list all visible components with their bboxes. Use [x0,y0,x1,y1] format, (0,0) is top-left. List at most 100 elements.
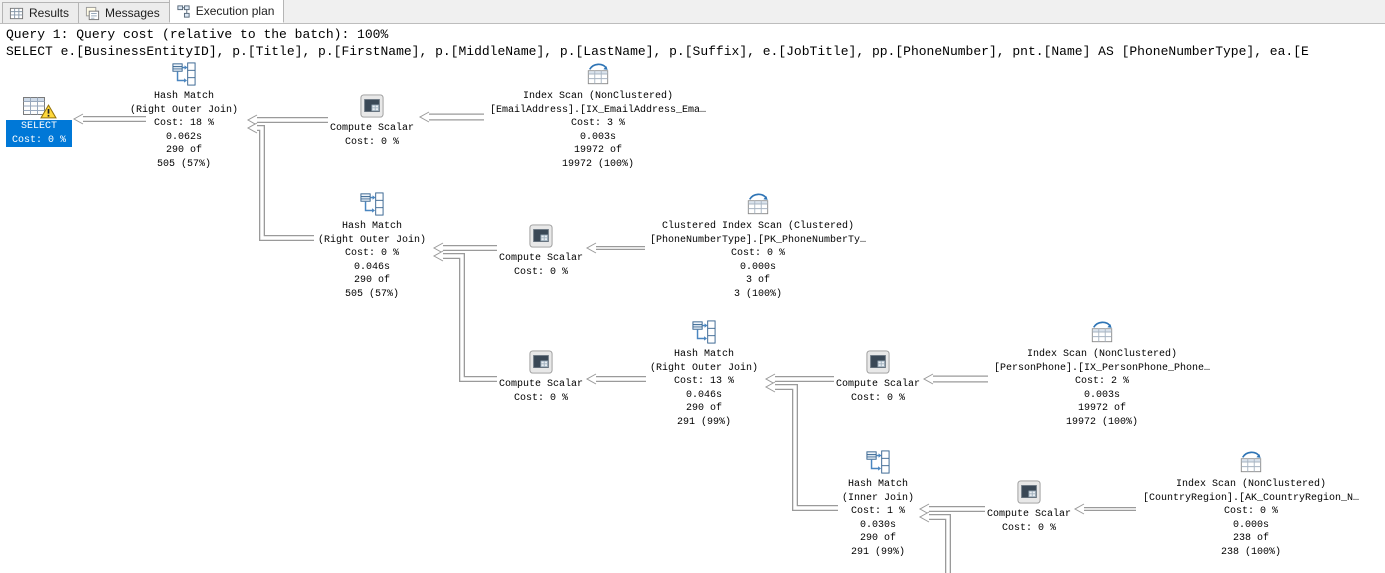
node-text-line: 290 of [859,533,896,544]
node-text-line: [PersonPhone].[IX_PersonPhone_Phone… [993,362,1211,374]
warning-icon [40,104,57,119]
node-text-line: Cost: 0 % [513,392,568,404]
tab-results-label: Results [29,6,70,20]
hash-match-icon [866,450,890,474]
hash-match-icon [172,62,196,86]
execution-plan-icon [176,4,191,19]
node-text-line: 0.003s [579,131,616,143]
plan-edge-clusteredindexscan-to-computescalar2[interactable] [585,242,645,254]
node-text-line: 505 (57%) [156,158,211,170]
node-text-line: Hash Match [673,349,734,360]
plan-node-index-scan-emailaddress[interactable]: Index Scan (NonClustered) [EmailAddress].… [478,62,718,171]
node-text-line: 3 (100%) [733,288,782,300]
plan-edge-computescalar3-to-hashmatch2[interactable] [432,250,497,382]
node-text-line: 290 of [353,275,390,286]
node-text-line: Clustered Index Scan (Clustered) [661,221,855,232]
plan-edge-hashmatch2-to-hashmatch1[interactable] [246,122,314,241]
node-text-line: Index Scan (NonClustered) [522,91,674,102]
node-text-line: 19972 of [573,145,622,156]
node-text-line: Hash Match [847,479,908,490]
node-text-line: [EmailAddress].[IX_EmailAddress_Ema… [489,104,707,116]
compute-scalar-icon [529,224,553,248]
node-text-line: Compute Scalar [835,379,920,390]
node-text-line: Cost: 0 % [11,134,66,146]
index-scan-icon [1090,320,1114,344]
node-text-line: Index Scan (NonClustered) [1026,349,1178,360]
node-text-line: 238 (100%) [1220,546,1281,558]
node-text-line: Cost: 0 % [850,392,905,404]
node-text-line: 505 (57%) [344,288,399,300]
node-text-line: Cost: 0 % [1001,522,1056,534]
compute-scalar-icon [529,350,553,374]
plan-node-clustered-index-scan-phonenumbertype[interactable]: Clustered Index Scan (Clustered)[PhoneNu… [638,192,878,301]
plan-node-hash-match-3[interactable]: Hash Match(Right Outer Join)Cost: 13 %0.… [584,320,824,429]
tab-messages[interactable]: Messages [78,2,170,23]
node-text-line: 0.003s [1083,389,1120,401]
node-text-line: Cost: 0 % [344,136,399,148]
plan-edge-indexscan-countryregion-to-computescalar5[interactable] [1073,503,1136,515]
plan-edge-indexscan-emailaddress-to-computescalar1[interactable] [418,111,484,123]
hash-match-icon [360,192,384,216]
results-pane-tabbar: Results Messages Execution plan [0,0,1385,24]
node-text-line: 0.062s [165,131,202,143]
node-text-line: 19972 (100%) [1065,416,1138,428]
node-text-line: 290 of [685,403,722,414]
query-header: Query 1: Query cost (relative to the bat… [0,26,1385,60]
node-text-line: 3 of [745,275,770,286]
node-text-line: (Right Outer Join) [317,234,427,246]
plan-edge-hashmatch3-to-computescalar3[interactable] [585,373,646,385]
node-text-line: Cost: 0 % [344,248,399,259]
plan-edge-computescalar4-to-hashmatch3[interactable] [764,373,834,385]
compute-scalar-icon [1017,480,1041,504]
node-text-line: Cost: 0 % [730,248,785,259]
node-text-line: 0.030s [859,519,896,531]
hash-match-icon [692,320,716,344]
compute-scalar-icon [360,94,384,118]
messages-icon [85,6,100,21]
plan-edge-indexscan-personphone-to-computescalar4[interactable] [922,373,988,385]
node-text-line: Compute Scalar [986,509,1071,520]
plan-edge-computescalar2-to-hashmatch2[interactable] [432,242,497,254]
node-text-line: (Inner Join) [841,492,914,504]
plan-edge-computescalar1-to-hashmatch1[interactable] [246,114,328,126]
plan-node-hash-match-2[interactable]: Hash Match(Right Outer Join)Cost: 0 %0.0… [252,192,492,301]
plan-node-index-scan-personphone[interactable]: Index Scan (NonClustered) [PersonPhone].[… [982,320,1222,429]
plan-node-hash-match-4[interactable]: Hash Match (Inner Join) Cost: 1 % 0.030s 290… [758,450,998,559]
node-text-line: 0.000s [1232,519,1269,531]
node-text-line: 0.000s [739,261,776,273]
plan-node-hash-match-1[interactable]: Hash Match(Right Outer Join)Cost: 18 %0.… [64,62,304,171]
plan-edge-computescalar5-to-hashmatch4[interactable] [918,503,985,515]
node-text-line: Cost: 0 % [513,266,568,278]
index-scan-icon [586,62,610,86]
node-text-line: Compute Scalar [498,379,583,390]
node-text-line: Index Scan (NonClustered) [1175,479,1327,490]
select-icon-row [6,94,72,120]
tab-results[interactable]: Results [2,2,80,23]
plan-edge-offscreen-child-to-hashmatch4[interactable] [918,511,951,573]
query-statement-line[interactable]: SELECT e.[BusinessEntityID], p.[Title], … [6,44,1309,59]
query-cost-line: Query 1: Query cost (relative to the bat… [6,27,389,42]
node-text-line: Cost: 1 % [850,506,905,517]
node-text-line: (Right Outer Join) [129,104,239,116]
plan-edge-hashmatch1-to-select[interactable] [72,113,146,125]
compute-scalar-icon [866,350,890,374]
index-scan-icon [1239,450,1263,474]
node-text-line: Compute Scalar [498,253,583,264]
node-text-line: 0.046s [353,261,390,273]
node-text-line: 291 (99%) [850,546,905,558]
node-text-line: 19972 of [1077,403,1126,414]
node-text-line: Cost: 3 % [570,118,625,129]
plan-node-index-scan-countryregion[interactable]: Index Scan (NonClustered) [CountryRegion]… [1131,450,1371,559]
node-text-line: [CountryRegion].[AK_CountryRegion_N… [1142,492,1360,504]
plan-edge-hashmatch4-to-hashmatch3[interactable] [764,381,838,511]
node-text-line: 291 (99%) [676,416,731,428]
tab-execution-plan[interactable]: Execution plan [168,0,285,23]
